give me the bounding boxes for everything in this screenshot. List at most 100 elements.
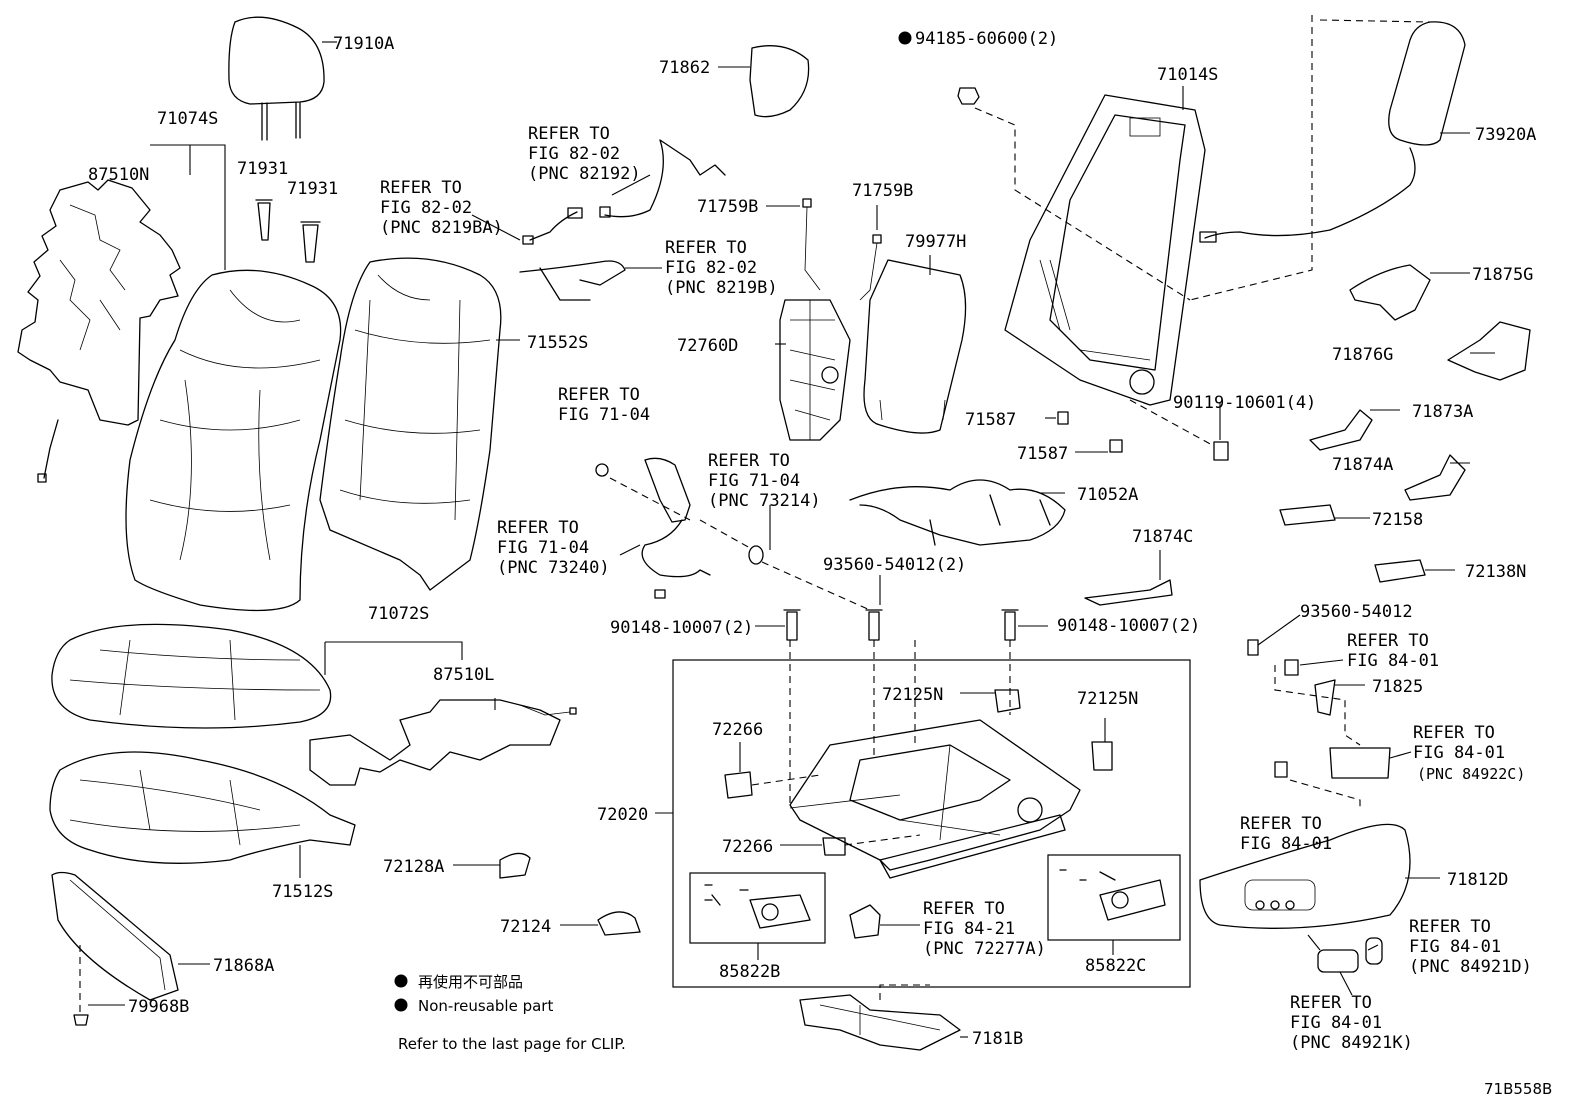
refer-block-9: REFER TO FIG 84-01 xyxy=(1240,814,1332,854)
right-trim-pieces xyxy=(1084,264,1531,606)
label-72266-a: 72266 xyxy=(712,720,763,740)
label-72020: 72020 xyxy=(597,805,648,825)
label-87510L: 87510L xyxy=(433,665,494,685)
seat-cushion-pad xyxy=(49,751,356,864)
label-71868A: 71868A xyxy=(213,956,274,976)
headrest-drawing xyxy=(228,16,325,141)
label-72128A: 72128A xyxy=(383,857,444,877)
label-71875G: 71875G xyxy=(1472,265,1533,285)
wire-clips xyxy=(802,198,882,301)
label-71072S: 71072S xyxy=(368,604,429,624)
label-71874A: 71874A xyxy=(1332,455,1393,475)
refer-block-6: REFER TO FIG 71-04 (PNC 73240) xyxy=(497,518,610,578)
label-90148-a: 90148-10007(2) xyxy=(610,618,753,638)
lumbar-support-assembly xyxy=(779,299,851,441)
legend-bullet-icon xyxy=(394,974,408,988)
label-72266-b: 72266 xyxy=(722,837,773,857)
label-90119: 90119-10601(4) xyxy=(1173,393,1316,413)
seat-adjuster-assembly xyxy=(789,640,1081,879)
seat-cushion-top xyxy=(51,623,332,729)
label-71876G: 71876G xyxy=(1332,345,1393,365)
seat-bracket xyxy=(799,984,961,1051)
label-85822B: 85822B xyxy=(719,962,780,982)
legend-english: Non-reusable part xyxy=(418,997,553,1015)
label-72125N-b: 72125N xyxy=(1077,689,1138,709)
label-79977H: 79977H xyxy=(905,232,966,252)
switch-and-clips xyxy=(1247,639,1391,810)
label-71812D: 71812D xyxy=(1447,870,1508,890)
label-71014S: 71014S xyxy=(1157,65,1218,85)
bolts xyxy=(783,399,1229,641)
seatback-cover xyxy=(319,257,502,591)
label-7181B: 7181B xyxy=(972,1029,1023,1049)
seatback-cushion xyxy=(125,269,342,612)
part-number-labels: 71910A 71074S 87510N 71931 71931 71552S … xyxy=(88,29,1536,1049)
label-71862: 71862 xyxy=(659,58,710,78)
seatback-frame xyxy=(1004,94,1206,406)
label-71587-a: 71587 xyxy=(965,410,1016,430)
legend: 再使用不可部品 Non-reusable part Refer to the l… xyxy=(394,973,626,1053)
label-94185: 94185-60600(2) xyxy=(915,29,1058,49)
side-airbag xyxy=(1189,15,1466,301)
refer-block-7: REFER TO FIG 84-01 xyxy=(1347,631,1439,671)
label-90148-b: 90148-10007(2) xyxy=(1057,616,1200,636)
seatbelt-buckle xyxy=(595,457,871,611)
label-72138N: 72138N xyxy=(1465,562,1526,582)
refer-block-10: REFER TO FIG 84-21 (PNC 72277A) xyxy=(923,899,1046,959)
refer-block-1: REFER TO FIG 82-02 (PNC 82192) xyxy=(528,124,641,184)
label-71512S: 71512S xyxy=(272,882,333,902)
label-93560: 93560-54012 xyxy=(1300,602,1413,622)
label-71759B-b: 71759B xyxy=(852,181,913,201)
refer-block-8: REFER TO FIG 84-01 (PNC 84922C) xyxy=(1413,723,1525,783)
legend-japanese: 再使用不可部品 xyxy=(418,973,523,991)
label-71074S: 71074S xyxy=(157,109,218,129)
label-85822C: 85822C xyxy=(1085,956,1146,976)
seat-adjuster-group-box xyxy=(672,659,1191,988)
track-clips xyxy=(724,689,1113,856)
refer-block-3: REFER TO FIG 82-02 (PNC 8219B) xyxy=(665,238,778,298)
headrest-support-guides xyxy=(255,199,321,263)
label-87510N: 87510N xyxy=(88,165,149,185)
seatback-heater-mat xyxy=(17,179,181,483)
label-72760D: 72760D xyxy=(677,336,738,356)
label-71931-a: 71931 xyxy=(237,159,288,179)
clip-note: Refer to the last page for CLIP. xyxy=(398,1035,626,1053)
cushion-heater-mat xyxy=(309,699,577,786)
legend-bullet-icon xyxy=(394,998,408,1012)
label-72125N-a: 72125N xyxy=(882,685,943,705)
refer-block-11: REFER TO FIG 84-01 (PNC 84921D) xyxy=(1409,917,1532,977)
label-93560-2: 93560-54012(2) xyxy=(823,555,966,575)
label-72158: 72158 xyxy=(1372,510,1423,530)
figure-id: 71B558B xyxy=(1484,1080,1552,1098)
nut-drawing xyxy=(957,87,1191,301)
label-71873A: 71873A xyxy=(1412,402,1473,422)
label-73920A: 73920A xyxy=(1475,125,1536,145)
side-shield-trim xyxy=(51,871,179,1026)
label-71931-b: 71931 xyxy=(287,179,338,199)
refer-block-12: REFER TO FIG 84-01 (PNC 84921K) xyxy=(1290,993,1413,1053)
motor-85822C xyxy=(1059,869,1166,921)
label-71910A: 71910A xyxy=(333,34,394,54)
non-reusable-marker-icon xyxy=(898,31,912,45)
refer-block-2: REFER TO FIG 82-02 (PNC 8219BA) xyxy=(380,178,503,238)
motor-85822B xyxy=(704,884,811,929)
outer-shield xyxy=(1199,823,1411,973)
label-71552S: 71552S xyxy=(527,333,588,353)
label-72124: 72124 xyxy=(500,917,551,937)
motor-box-85822C xyxy=(1047,854,1181,941)
refer-to-blocks: REFER TO FIG 82-02 (PNC 82192) REFER TO … xyxy=(380,124,1532,1053)
label-79968B: 79968B xyxy=(128,997,189,1017)
label-71825: 71825 xyxy=(1372,677,1423,697)
leader-lines xyxy=(88,41,1495,1038)
seatback-board xyxy=(863,259,967,434)
recliner-cover-part xyxy=(749,45,810,118)
label-71052A: 71052A xyxy=(1077,485,1138,505)
small-covers xyxy=(499,852,881,939)
label-71874C: 71874C xyxy=(1132,527,1193,547)
seat-wire-harnesses xyxy=(519,139,1066,546)
label-71759B-a: 71759B xyxy=(697,197,758,217)
label-71587-b: 71587 xyxy=(1017,444,1068,464)
refer-block-4: REFER TO FIG 71-04 xyxy=(558,385,650,425)
